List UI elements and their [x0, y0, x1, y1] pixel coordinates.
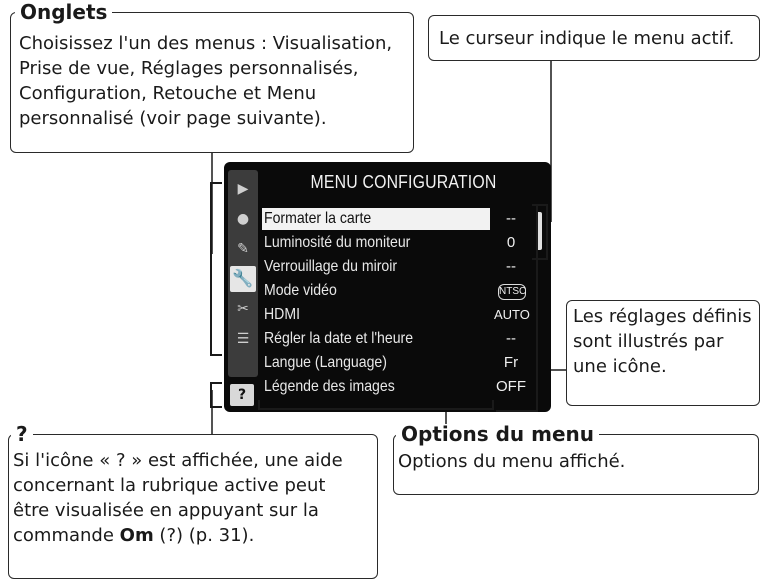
pencil-icon: ✎: [237, 241, 249, 257]
help-callout-line-3: être visualisée en appuyant sur la: [13, 500, 319, 521]
lock-key-icon: Om: [119, 525, 154, 546]
menu-item-label: Formater la carte: [264, 210, 372, 227]
help-line4-suffix: (?) (p. 31).: [153, 525, 255, 546]
settings-callout-line-2: sont illustrés par: [573, 331, 724, 352]
cursor-callout: Le curseur indique le menu actif.: [428, 15, 760, 61]
help-bracket: [210, 382, 222, 408]
scroll-bracket: [532, 204, 548, 260]
settings-callout: Les réglages définis sont illustrés par …: [566, 300, 760, 406]
menu-item[interactable]: Régler la date et l'heure: [262, 328, 490, 350]
wrench-icon: 🔧: [232, 268, 254, 289]
menu-item-value: --: [506, 330, 516, 347]
menu-item-value: NTSC: [498, 284, 526, 300]
tabs-callout-text: Choisissez l'un des menus : Visualisatio…: [19, 31, 411, 131]
menu-options-title: Options du menu: [396, 424, 599, 444]
help-line4-prefix: commande: [13, 525, 120, 546]
menu-tabs: ▶ ● ✎ 🔧 ✂ ☰: [228, 170, 258, 377]
settings-callout-text: Les réglages définis sont illustrés par …: [573, 304, 752, 379]
menu-item-value: 0: [506, 234, 516, 251]
help-callout: ? Si l'icône « ? » est affichée, une aid…: [8, 424, 378, 579]
my-menu-icon: ☰: [236, 331, 250, 347]
menu-item-value: --: [506, 210, 516, 227]
menu-options-text: Options du menu affiché.: [398, 451, 626, 472]
help-callout-line-1: Si l'icône « ? » est affichée, une aide: [13, 450, 343, 471]
retouch-icon: ✂: [237, 301, 249, 317]
tabs-callout-line-1: Choisissez l'un des menus : Visualisatio…: [19, 33, 393, 54]
menu-item-label: Régler la date et l'heure: [264, 330, 414, 347]
help-callout-line-4: commande Om (?) (p. 31).: [13, 523, 377, 548]
menu-item-label: Verrouillage du miroir: [264, 258, 398, 275]
help-callout-text: Si l'icône « ? » est affichée, une aide …: [13, 448, 377, 548]
play-icon: ▶: [237, 181, 249, 197]
menu-item-label: HDMI: [264, 306, 300, 323]
tabs-callout-line-4: personnalisé (voir page suivante).: [19, 108, 327, 129]
tab-custom-settings[interactable]: ✎: [230, 236, 256, 262]
tabs-callout-title: Onglets: [15, 2, 113, 22]
settings-callout-line-3: une icône.: [573, 356, 667, 377]
menu-options-callout: Options du menu Options du menu affiché.: [393, 424, 759, 495]
menu-item[interactable]: Verrouillage du miroir: [262, 256, 490, 278]
tabs-callout-line-3: Configuration, Retouche et Menu: [19, 83, 317, 104]
menu-item[interactable]: Formater la carte: [262, 208, 490, 230]
tab-retouch[interactable]: ✂: [230, 296, 256, 322]
menu-item-value: AUTO: [494, 307, 530, 322]
menu-item-value: OFF: [496, 378, 526, 395]
menu-item[interactable]: Mode vidéo: [262, 280, 490, 302]
lcd-menu-title: MENU CONFIGURATION: [310, 172, 497, 192]
cursor-callout-text: Le curseur indique le menu actif.: [439, 28, 735, 49]
help-callout-line-2: concernant la rubrique active peut: [13, 475, 326, 496]
menu-item-value: Fr: [503, 354, 519, 371]
menu-item-label: Légende des images: [264, 378, 395, 395]
tab-setup[interactable]: 🔧: [230, 266, 256, 292]
menu-item-value: --: [506, 258, 516, 275]
list-bracket: [258, 400, 494, 410]
help-callout-title: ?: [11, 424, 33, 444]
tabs-bracket: [210, 182, 222, 356]
menu-item-label: Langue (Language): [264, 354, 387, 371]
camera-lcd-screen: MENU CONFIGURATION ▶ ● ✎ 🔧 ✂ ☰ ? Formate…: [224, 162, 551, 412]
tabs-callout-line-2: Prise de vue, Réglages personnalisés,: [19, 58, 359, 79]
menu-item-label: Mode vidéo: [264, 282, 337, 299]
tabs-callout: Onglets Choisissez l'un des menus : Visu…: [10, 2, 414, 153]
tab-shooting[interactable]: ●: [230, 206, 256, 232]
camera-icon: ●: [236, 211, 250, 227]
settings-callout-line-1: Les réglages définis: [573, 306, 752, 327]
menu-item[interactable]: Luminosité du moniteur: [262, 232, 490, 254]
scroll-thumb[interactable]: [536, 212, 542, 250]
menu-item[interactable]: Langue (Language): [262, 352, 490, 374]
menu-item[interactable]: Légende des images: [262, 376, 490, 398]
menu-item-label: Luminosité du moniteur: [264, 234, 411, 251]
help-icon: ?: [230, 384, 254, 406]
menu-scrollbar[interactable]: [534, 206, 544, 402]
values-bracket: [496, 204, 538, 412]
menu-item[interactable]: HDMI: [262, 304, 490, 326]
tab-my-menu[interactable]: ☰: [230, 326, 256, 352]
tab-playback[interactable]: ▶: [230, 176, 256, 202]
